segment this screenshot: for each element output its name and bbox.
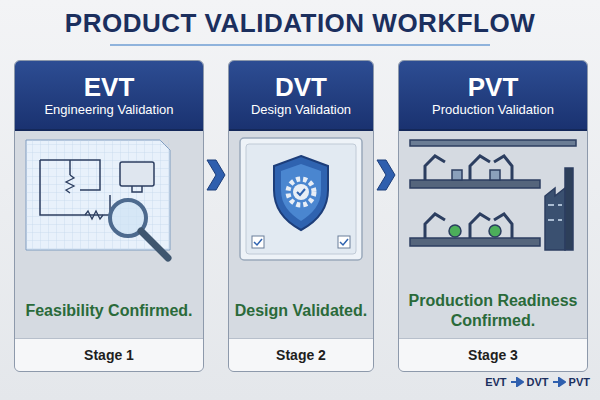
stage-result: Production Readiness Confirmed. — [403, 291, 583, 331]
stage-number: Stage 1 — [84, 347, 134, 363]
sequence-arrow — [552, 377, 566, 387]
shield-illustration — [240, 138, 362, 260]
card-result: Feasibility Confirmed. — [19, 275, 199, 347]
card-result: Design Validated. — [233, 275, 369, 347]
stage-card: EVTEngineering ValidationFeasibility Con… — [14, 60, 204, 372]
sequence-label: EVT — [485, 376, 506, 388]
stage-result: Feasibility Confirmed. — [25, 301, 192, 321]
title-underline — [110, 44, 490, 46]
diagram-title: PRODUCT VALIDATION WORKFLOW — [0, 8, 600, 39]
card-result: Production Readiness Confirmed. — [403, 275, 583, 347]
stage-number: Stage 2 — [276, 347, 326, 363]
stage-number: Stage 3 — [468, 347, 518, 363]
card-ground — [228, 60, 374, 372]
stage-card: DVTDesign ValidationDesign Validated. Sta… — [228, 60, 374, 372]
stage-name: Engineering Validation — [44, 102, 173, 118]
stage-code: PVT — [468, 72, 519, 102]
sequence-arrow — [510, 377, 524, 387]
card-footer: Stage 1 — [15, 338, 203, 371]
card-ground — [398, 60, 588, 372]
card-footer: Stage 2 — [229, 338, 373, 371]
stage-name: Production Validation — [432, 102, 554, 118]
stage-result: Design Validated. — [235, 301, 367, 321]
stage-sequence: EVT DVT PVT — [485, 376, 590, 388]
blueprint-illustration — [26, 140, 170, 258]
card-ground — [14, 60, 204, 372]
card-header: PVTProduction Validation — [399, 61, 587, 131]
chevron-arrow — [377, 160, 395, 190]
sequence-label: PVT — [569, 376, 590, 388]
card-footer: Stage 3 — [399, 338, 587, 371]
stage-name: Design Validation — [251, 102, 351, 118]
stage-card: PVTProduction ValidationProduction Readi… — [398, 60, 588, 372]
chevron-arrow — [207, 160, 225, 190]
card-header: EVTEngineering Validation — [15, 61, 203, 131]
card-header: DVTDesign Validation — [229, 61, 373, 131]
stage-code: DVT — [275, 72, 327, 102]
sequence-label: DVT — [527, 376, 549, 388]
factory-illustration — [410, 140, 576, 250]
stage-code: EVT — [84, 72, 135, 102]
